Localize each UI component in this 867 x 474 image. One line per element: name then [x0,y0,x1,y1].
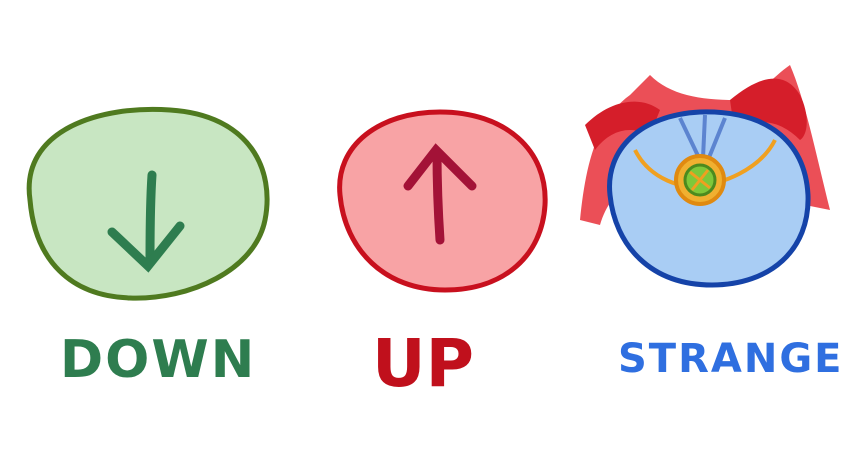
arrow-up-icon [403,143,477,245]
label-up: Up [372,325,474,402]
up-item [337,109,548,293]
arrow-down-icon [107,170,185,273]
label-down: Down [60,330,257,390]
label-strange: Strange [618,336,844,382]
strange-item [580,65,830,288]
down-item [26,106,270,301]
amulet-icon [674,154,726,206]
